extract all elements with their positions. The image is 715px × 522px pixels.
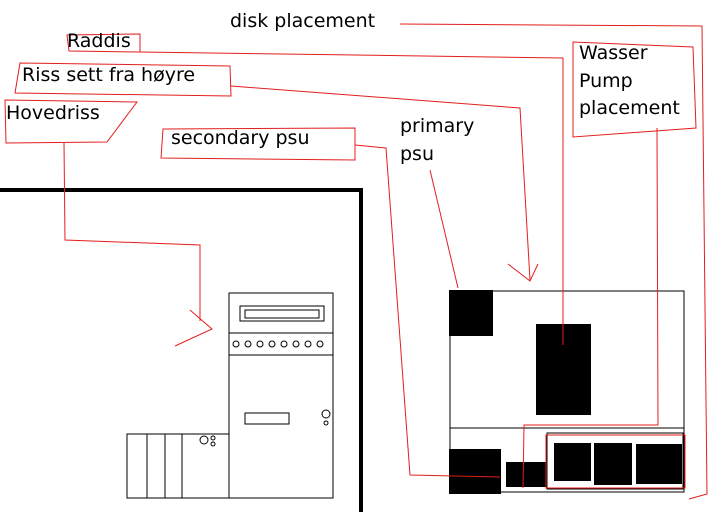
room-walls [0, 188, 363, 512]
annotations [4, 23, 708, 500]
pump-block-2 [594, 443, 632, 485]
side-unit [126, 433, 230, 499]
pump-block-3 [636, 444, 682, 484]
label-disk-placement: disk placement [230, 10, 376, 32]
label-raddis: Raddis [67, 30, 131, 52]
label-wasser-line1: Wasser [579, 42, 648, 64]
primary-psu-block [449, 449, 501, 494]
label-riss-sett-fra-hoyre: Riss sett fra høyre [22, 64, 196, 86]
label-wasser-line3: placement [579, 97, 680, 119]
pump-block-1 [554, 443, 591, 481]
disk-block [449, 290, 493, 336]
pump-box [546, 432, 684, 490]
label-secondary-psu: secondary psu [171, 127, 310, 149]
secondary-psu-block [506, 462, 547, 487]
tower-front-view [228, 292, 334, 499]
label-primary-psu-line2: psu [400, 143, 435, 165]
label-hovedriss: Hovedriss [6, 102, 100, 124]
case-side-view [449, 290, 685, 494]
label-primary-psu-line1: primary [400, 115, 475, 137]
label-wasser-line2: Pump [579, 70, 633, 92]
